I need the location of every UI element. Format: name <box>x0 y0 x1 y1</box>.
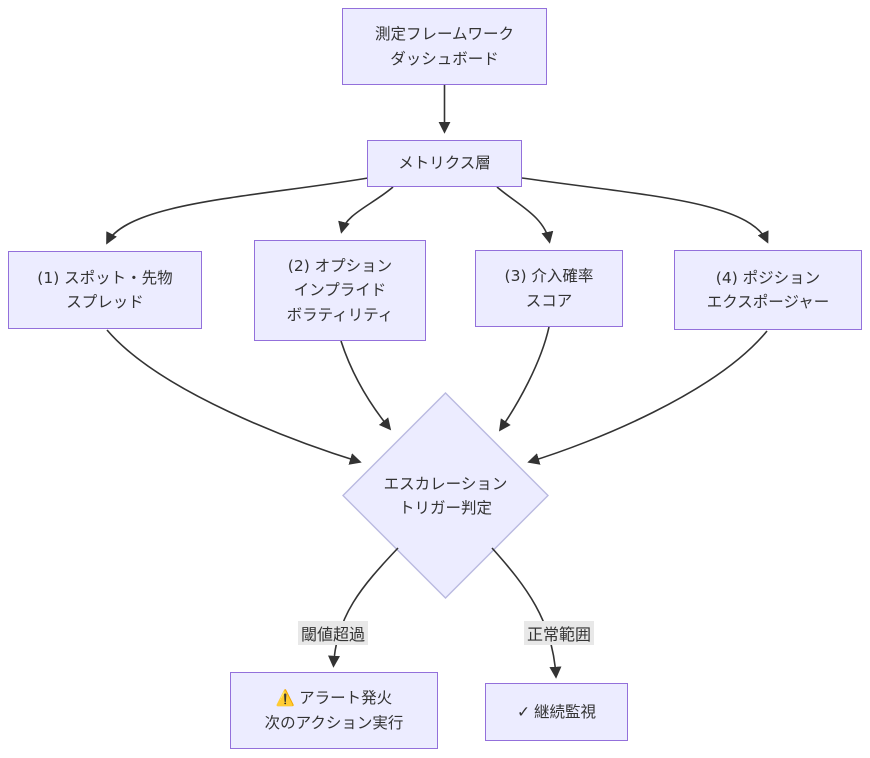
node-intervention-probability-score-label: (3) 介入確率 <box>504 267 594 286</box>
edge-metrics-to-m2 <box>338 186 394 234</box>
node-position-exposure-label: (4) ポジション <box>715 268 821 287</box>
edge-m2-to-decision <box>340 340 392 431</box>
decision-diamond-shape <box>342 392 549 599</box>
node-spot-futures-spread-label: (1) スポット・先物 <box>37 268 173 287</box>
edge-metrics-to-m1 <box>106 177 369 245</box>
node-intervention-probability-score: (3) 介入確率 スコア <box>475 250 623 327</box>
node-option-implied-volatility-label: ボラティリティ <box>286 305 394 324</box>
node-dashboard-label: 測定フレームワーク <box>374 25 515 44</box>
node-escalation-trigger-decision: エスカレーション トリガー判定 <box>345 456 546 536</box>
node-dashboard-label: ダッシュボード <box>390 49 499 68</box>
node-alert-fire-line1: ⚠️アラート発火 <box>276 686 392 710</box>
node-intervention-probability-score-label: スコア <box>525 291 573 310</box>
node-continue-monitoring-label: 継続監視 <box>533 702 596 721</box>
node-metrics-layer: メトリクス層 <box>367 140 522 187</box>
node-continue-monitoring-line1: ✓継続監視 <box>517 700 596 724</box>
node-escalation-trigger-decision-label: トリガー判定 <box>398 499 492 517</box>
edge-m1-to-decision <box>106 329 362 465</box>
node-alert-fire-label: 次のアクション実行 <box>264 713 404 732</box>
edge-decision-to-alert <box>328 547 399 668</box>
node-spot-futures-spread: (1) スポット・先物 スプレッド <box>8 251 202 329</box>
node-position-exposure: (4) ポジション エクスポージャー <box>674 250 862 330</box>
check-icon: ✓ <box>516 702 530 721</box>
node-spot-futures-spread-label: スプレッド <box>66 293 144 311</box>
edge-label-threshold-exceeded: 閾値超過 <box>297 621 369 645</box>
warning-icon: ⚠️ <box>275 689 296 708</box>
edge-label-normal-range: 正常範囲 <box>523 621 595 645</box>
edge-metrics-to-m3 <box>496 186 554 244</box>
node-option-implied-volatility: (2) オプション インプライド ボラティリティ <box>254 240 426 341</box>
edge-decision-to-monitor <box>491 547 562 679</box>
node-option-implied-volatility-label: インプライド <box>293 281 387 300</box>
node-option-implied-volatility-label: (2) オプション <box>287 257 393 276</box>
node-escalation-trigger-decision-label: エスカレーション <box>383 474 508 493</box>
edge-m4-to-decision <box>527 330 768 465</box>
edge-metrics-to-m4 <box>521 177 769 244</box>
node-alert-fire: ⚠️アラート発火 次のアクション実行 <box>230 672 438 749</box>
node-position-exposure-label: エクスポージャー <box>706 293 830 311</box>
node-metrics-layer-label: メトリクス層 <box>398 154 491 173</box>
node-alert-fire-label: アラート発火 <box>299 689 393 708</box>
node-dashboard: 測定フレームワーク ダッシュボード <box>342 8 547 85</box>
node-continue-monitoring: ✓継続監視 <box>485 683 628 741</box>
edge-m3-to-decision <box>498 326 550 432</box>
